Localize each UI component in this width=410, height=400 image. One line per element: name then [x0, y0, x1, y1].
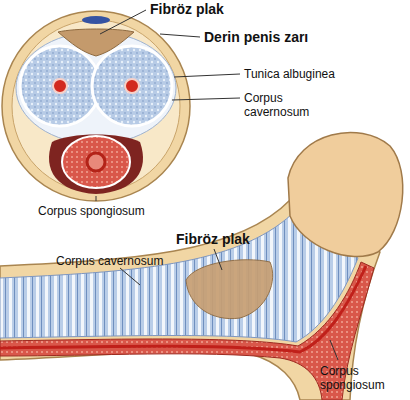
part-label: Corpus cavernosum — [56, 254, 163, 268]
part-label: Corpus cavernosum — [244, 91, 324, 119]
callout-label: Derin penis zarı — [204, 29, 308, 45]
callout-label: Fibröz plak — [150, 1, 224, 17]
callout-label: Fibröz plak — [176, 231, 250, 247]
side-view — [0, 132, 403, 400]
leader-lines — [96, 10, 338, 360]
part-label: Corpus spongiosum — [320, 364, 400, 392]
cross-section — [2, 11, 190, 201]
part-label: Tunica albuginea — [244, 67, 335, 81]
part-label: Corpus spongiosum — [38, 204, 145, 218]
